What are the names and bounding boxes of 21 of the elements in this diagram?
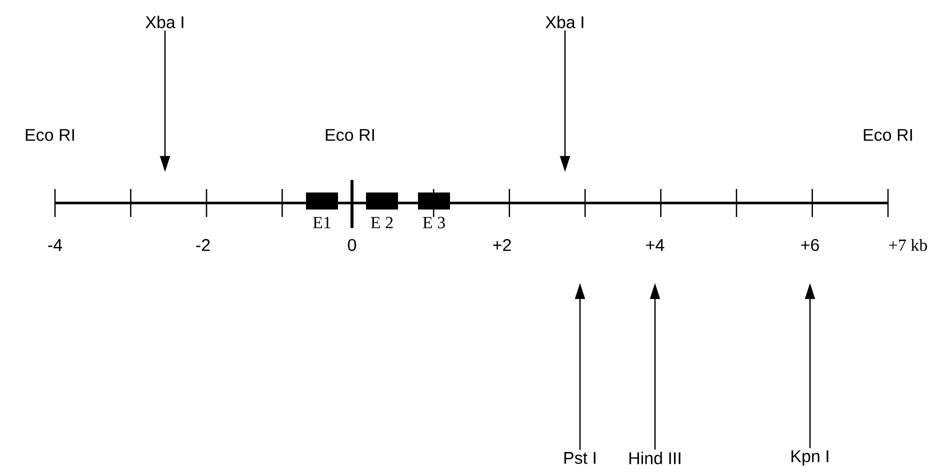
enzyme-label: Kpn I [792,450,828,466]
exon-label: E1 [313,216,330,228]
exon-label: E 2 [370,216,393,228]
site-label: Eco RI [864,129,912,141]
enzyme-label: Xba I [546,16,584,28]
scale-label: +2 [493,239,511,251]
site-label: Eco RI [26,129,74,141]
scale-label: +6 [801,238,819,252]
scale-label: -2 [196,239,210,251]
scale-label: +7 kb [889,239,928,251]
exon-box [366,192,398,210]
exon-box [306,192,338,210]
exon-label: E 3 [422,216,445,228]
exon-box [418,192,450,210]
site-label: Eco RI [326,129,374,141]
scale-label: -4 [48,239,62,251]
enzyme-label: Hind III [629,452,680,464]
scale-label: +4 [646,239,664,251]
enzyme-label: Pst I [564,452,596,464]
scale-label: 0 [348,238,356,252]
enzyme-label: Xba I [146,16,184,28]
